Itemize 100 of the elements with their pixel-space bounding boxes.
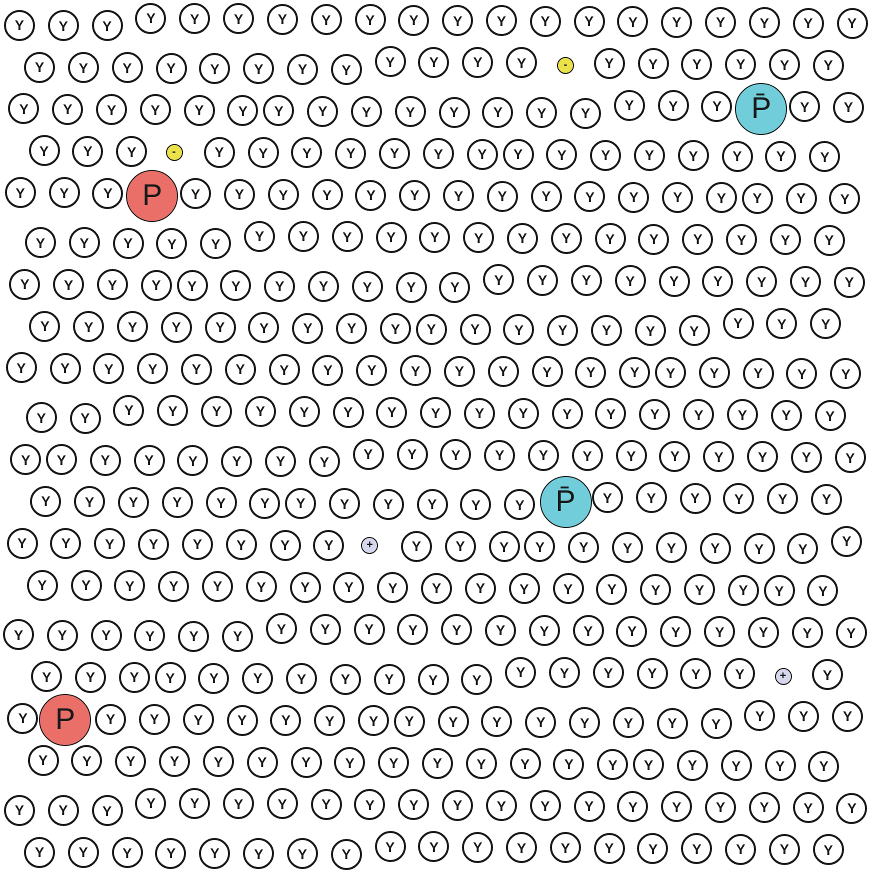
particle-circle: Y: [814, 224, 845, 256]
particle-circle: Y: [224, 178, 255, 210]
particle-circle: Y: [834, 442, 866, 474]
particle-circle: Y: [723, 483, 754, 514]
particle-circle: Y: [767, 483, 798, 514]
particle-circle: Y: [441, 614, 472, 646]
particle-circle: Y: [656, 532, 687, 564]
particle-circle: Y: [616, 616, 648, 647]
particle-circle: Y: [137, 353, 168, 384]
particle-circle: Y: [634, 140, 665, 171]
particle-circle: Y: [836, 8, 868, 39]
particle-circle: Y: [812, 50, 844, 81]
particle-circle: Y: [308, 446, 340, 478]
particle-circle: Y: [354, 4, 386, 36]
particle-circle: Y: [394, 706, 425, 737]
particle-circle: Y: [310, 4, 342, 36]
particle-circle: Y: [504, 489, 536, 520]
particle-circle: Y: [90, 620, 122, 651]
particle-circle: Y: [594, 223, 626, 254]
particle-circle: Y: [270, 704, 302, 736]
particle-circle: Y: [831, 526, 862, 557]
particle-circle: Y: [334, 747, 366, 778]
particle-circle: Y: [502, 138, 534, 170]
particle-circle: Y: [769, 49, 800, 80]
particle-circle: Y: [92, 10, 123, 42]
particle-circle: Y: [814, 400, 846, 432]
particle-circle: Y: [748, 792, 780, 823]
particle-circle: Y: [90, 444, 121, 476]
particle-circle: Y: [118, 662, 150, 693]
particle-circle: Y: [681, 48, 712, 80]
particle-circle: Y: [290, 746, 322, 778]
particle-circle: Y: [725, 48, 756, 80]
particle-circle: Y: [336, 312, 368, 344]
particle-circle: Y: [747, 441, 778, 472]
particle-circle: Y: [28, 135, 60, 166]
particle-circle: Y: [288, 220, 319, 252]
particle-circle: Y: [639, 398, 670, 430]
particle-circle: Y: [832, 700, 864, 732]
particle-circle: Y: [3, 619, 34, 650]
particle-circle: Y: [618, 182, 650, 213]
particle-circle: Y: [374, 664, 405, 695]
particle-circle: Y: [592, 657, 624, 688]
particle-circle: Y: [770, 224, 801, 256]
particle-circle: Y: [592, 482, 623, 514]
particle-circle: Y: [24, 227, 56, 258]
particle-circle: Y: [788, 700, 820, 732]
particle-circle: Y: [591, 314, 622, 346]
particle-circle: Y: [724, 658, 756, 690]
particle-circle: Y: [135, 2, 166, 34]
particle-circle: Y: [265, 446, 296, 477]
particle-circle: Y: [617, 791, 648, 822]
particle-circle: Y: [786, 182, 817, 214]
particle-circle: Y: [154, 662, 186, 694]
particle-circle: Y: [464, 572, 496, 604]
particle-circle: Y: [612, 532, 644, 564]
particle-circle: Y: [722, 308, 754, 339]
particle-circle: Y: [702, 266, 734, 297]
particle-circle: Y: [200, 228, 232, 260]
particle-circle: Y: [112, 837, 143, 868]
particle-circle: Y: [226, 704, 258, 736]
particle-circle: Y: [138, 704, 170, 735]
particle-circle: Y: [356, 354, 388, 386]
particle-circle: Y: [550, 832, 581, 864]
particle-circle: P̄: [540, 476, 592, 528]
particle-circle: Y: [135, 788, 166, 819]
particle-circle: Y: [660, 616, 692, 648]
particle-circle: Y: [48, 10, 79, 42]
particle-circle: Y: [329, 488, 360, 520]
particle-circle: Y: [332, 396, 364, 428]
particle-circle: Y: [93, 353, 124, 384]
charge-circle: -: [557, 57, 574, 74]
particle-circle: Y: [48, 177, 80, 208]
particle-circle: Y: [7, 702, 38, 734]
charge-circle: +: [361, 536, 378, 554]
particle-circle: Y: [26, 570, 58, 601]
particle-circle: Y: [764, 750, 796, 782]
particle-circle: Y: [416, 314, 447, 345]
particle-circle: Y: [418, 831, 450, 862]
particle-circle: Y: [488, 531, 520, 562]
particle-circle: Y: [292, 312, 324, 344]
particle-circle: Y: [377, 572, 408, 604]
particle-circle: Y: [291, 137, 322, 168]
particle-circle: Y: [638, 224, 670, 255]
particle-circle: Y: [244, 220, 276, 252]
particle-circle: Y: [266, 4, 298, 35]
particle-circle: Y: [525, 706, 556, 738]
particle-circle: Y: [464, 398, 496, 429]
particle-circle: Y: [358, 705, 390, 736]
particle-circle: Y: [31, 661, 62, 692]
particle-circle: Y: [177, 445, 208, 476]
particle-circle: Y: [790, 442, 822, 473]
particle-circle: Y: [134, 444, 165, 476]
particle-circle: Y: [654, 357, 686, 388]
particle-circle: Y: [68, 227, 100, 258]
particle-circle: Y: [270, 530, 300, 561]
particle-circle: Y: [748, 616, 779, 648]
particle-circle: Y: [792, 617, 823, 648]
particle-circle: Y: [246, 571, 277, 602]
particle-circle: Y: [574, 6, 605, 37]
particle-circle: Y: [569, 707, 600, 738]
